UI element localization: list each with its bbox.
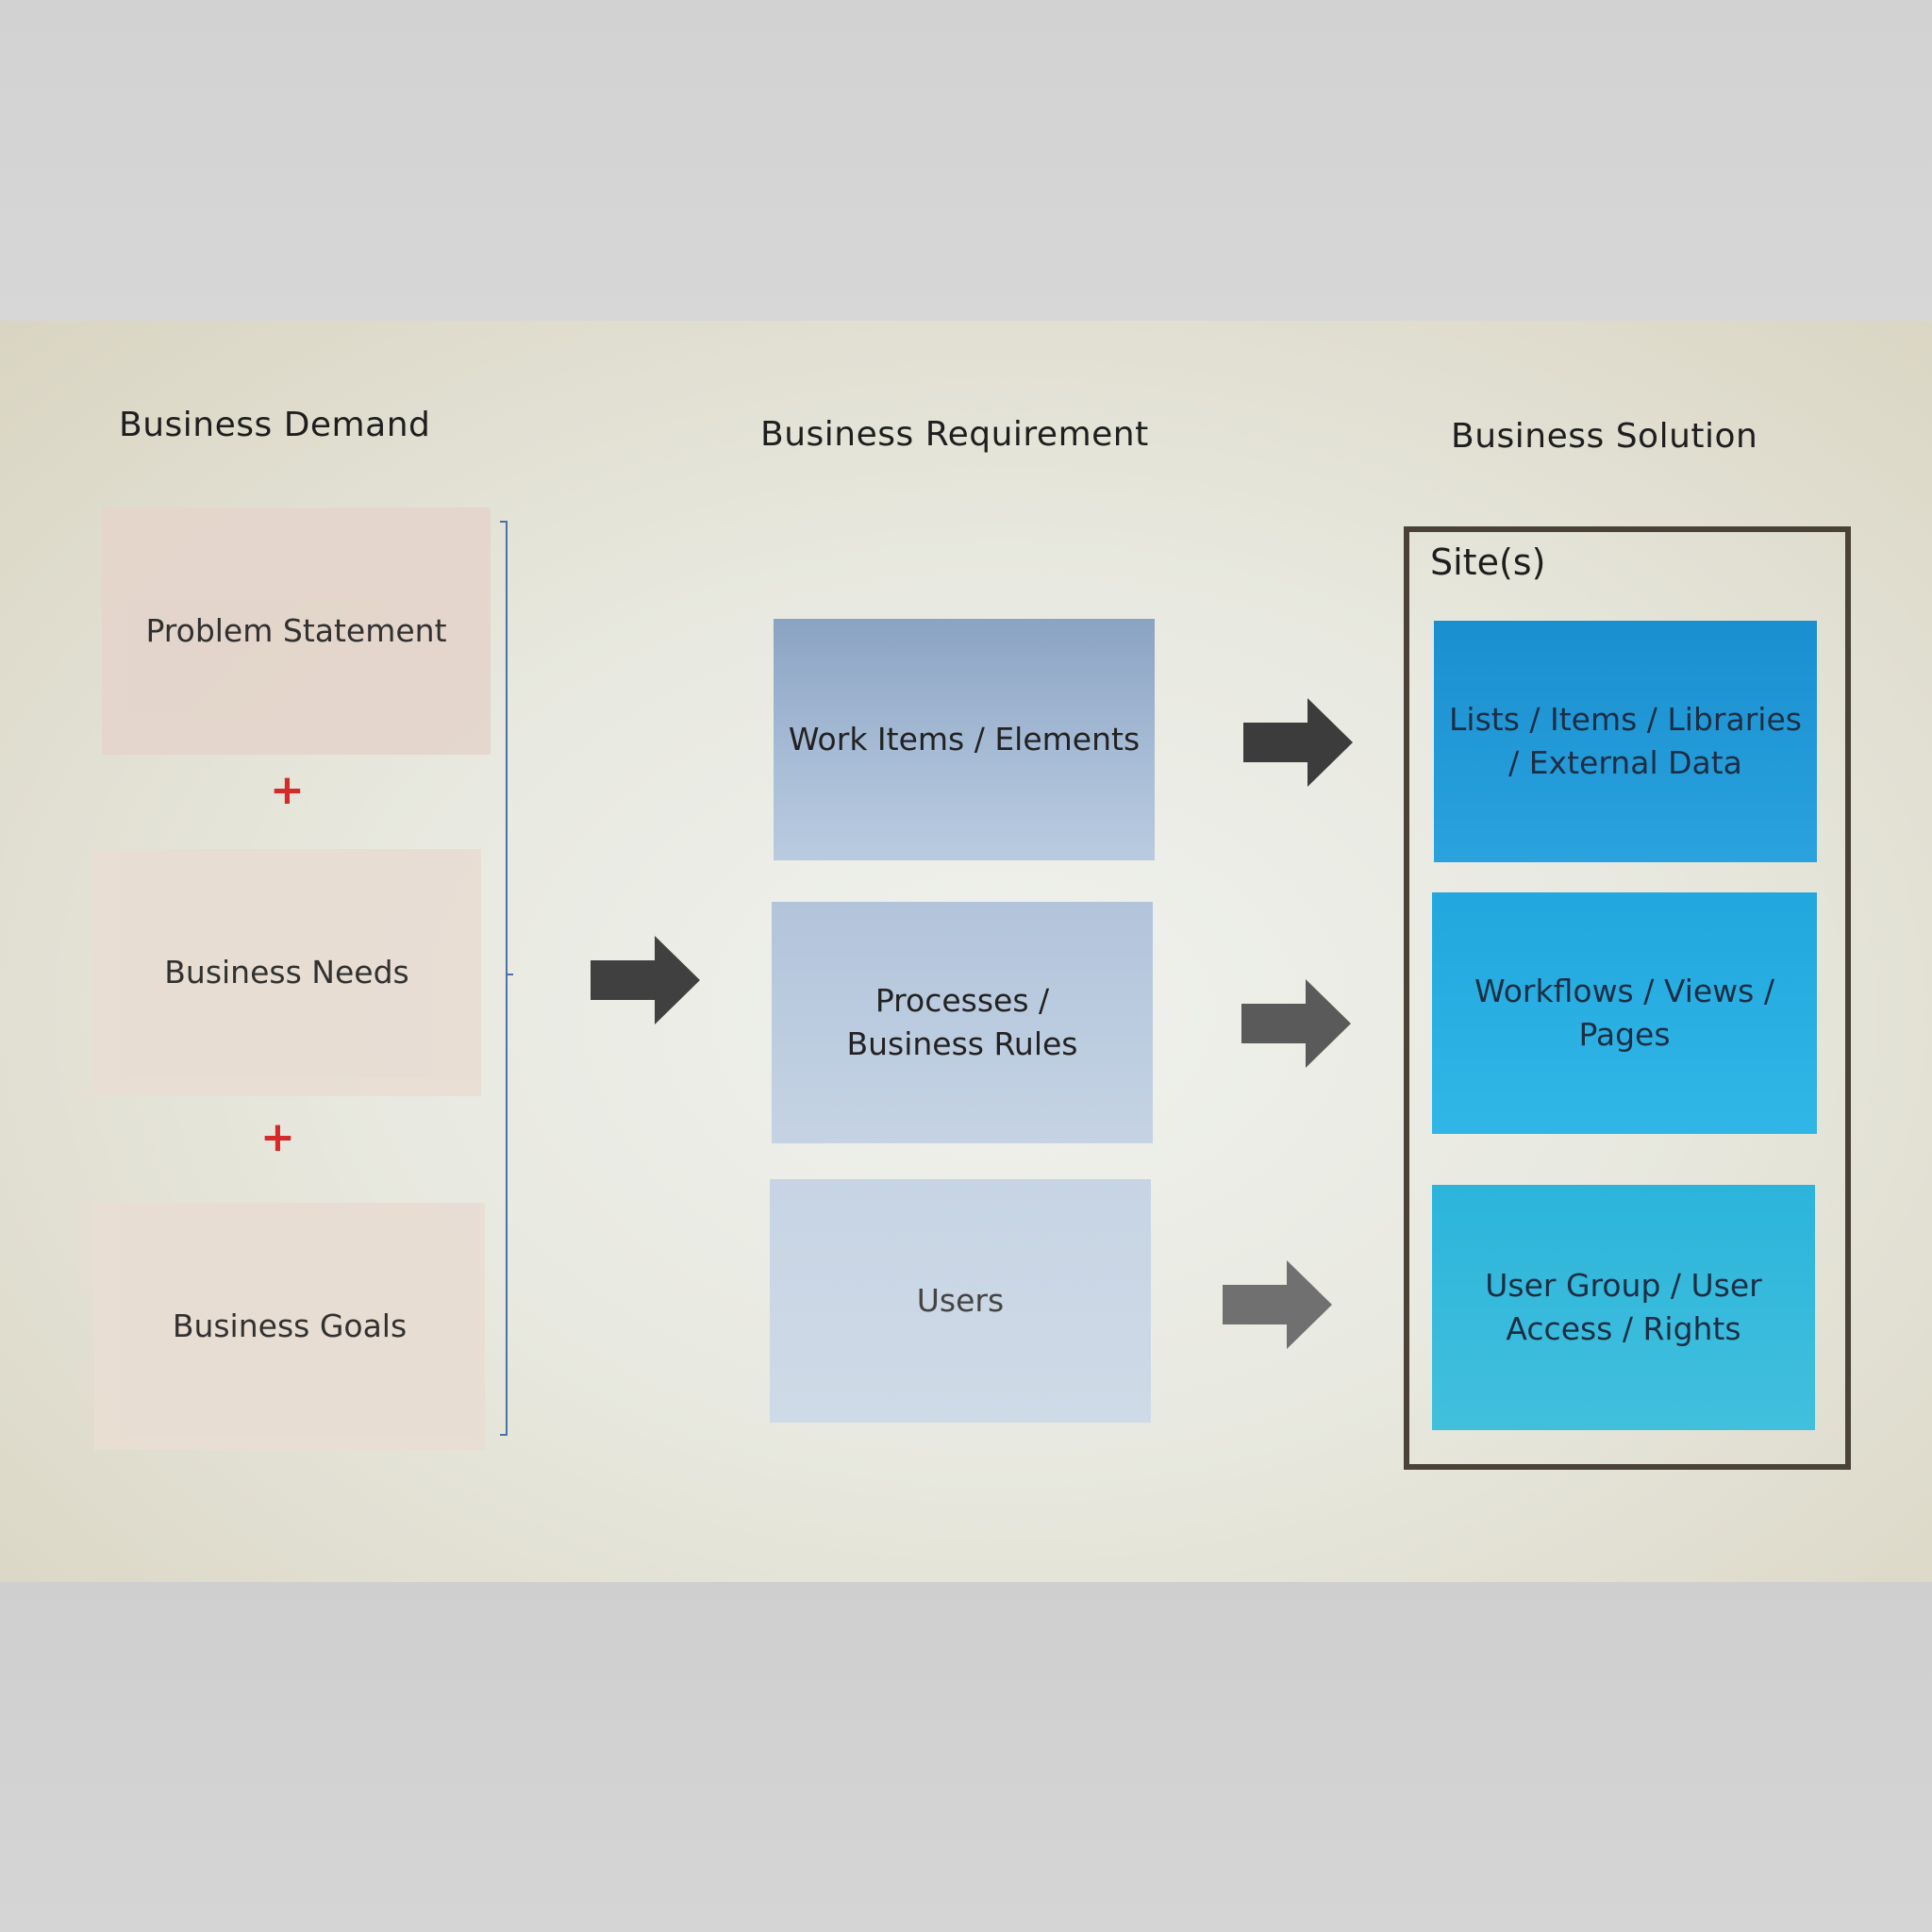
site-frame — [1404, 526, 1851, 1470]
workflows-label-line2: Pages — [1578, 1016, 1671, 1053]
workflows-label-line1: Workflows / Views / — [1474, 972, 1774, 1009]
grouping-bracket — [500, 521, 508, 1436]
plus-icon: + — [270, 766, 305, 814]
work-items-label: Work Items / Elements — [788, 720, 1141, 758]
bracket-center-tick — [506, 974, 513, 975]
plus-icon: + — [260, 1113, 295, 1161]
box-problem-statement: Problem Statement — [102, 508, 491, 755]
lists-label-line1: Lists / Items / Libraries — [1449, 700, 1802, 738]
business-goals-label: Business Goals — [172, 1307, 408, 1344]
usergroup-label-line2: Access / Rights — [1506, 1310, 1741, 1347]
processes-label-line2: Business Rules — [846, 1025, 1078, 1062]
arrow-right-icon — [1241, 979, 1351, 1068]
box-business-goals: Business Goals — [94, 1203, 485, 1450]
box-business-needs: Business Needs — [92, 849, 481, 1096]
lists-label-line2: / External Data — [1508, 744, 1742, 781]
arrow-right-icon — [1243, 698, 1353, 787]
arrow-right-icon — [1223, 1260, 1332, 1349]
site-label: Site(s) — [1430, 541, 1546, 583]
photo-background-bottom — [0, 1582, 1932, 1932]
box-users: Users — [770, 1179, 1151, 1423]
box-work-items: Work Items / Elements — [774, 619, 1155, 860]
users-label: Users — [916, 1281, 1005, 1319]
box-lists-items: Lists / Items / Libraries / External Dat… — [1434, 621, 1817, 862]
photo-background-top — [0, 0, 1932, 321]
diagram-screen: Business Demand Business Requirement Bus… — [0, 321, 1932, 1582]
box-processes: Processes / Business Rules — [772, 902, 1153, 1143]
box-user-group-access: User Group / User Access / Rights — [1432, 1185, 1815, 1430]
business-needs-label: Business Needs — [164, 953, 409, 991]
heading-business-requirement: Business Requirement — [760, 415, 1149, 454]
heading-business-demand: Business Demand — [119, 406, 431, 444]
problem-statement-label: Problem Statement — [145, 611, 447, 649]
arrow-right-icon — [591, 936, 700, 1024]
processes-label-line1: Processes / — [874, 981, 1050, 1019]
usergroup-label-line1: User Group / User — [1485, 1266, 1762, 1304]
heading-business-solution: Business Solution — [1451, 417, 1758, 456]
box-workflows-views: Workflows / Views / Pages — [1432, 892, 1817, 1134]
